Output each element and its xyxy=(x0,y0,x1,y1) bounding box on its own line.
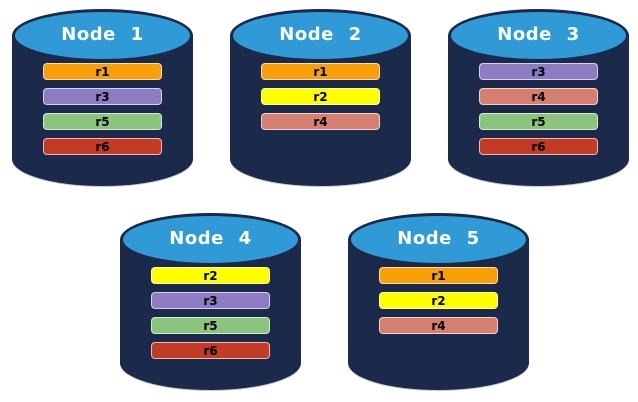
replica-bar-r3: r3 xyxy=(43,88,162,105)
cylinder-top-ellipse xyxy=(448,9,629,62)
node-title: Node 3 xyxy=(497,24,580,45)
cylinder-top-ellipse xyxy=(230,9,411,62)
database-node: Node 4 r2 r3 r5 r6 xyxy=(120,213,301,390)
replica-bar-r4: r4 xyxy=(479,88,598,105)
replica-list: r1 r2 r4 xyxy=(261,63,380,130)
replica-bar-r6: r6 xyxy=(151,342,270,359)
cylinder-top-ellipse xyxy=(348,213,529,266)
replica-bar-r2: r2 xyxy=(151,267,270,284)
replica-list: r3 r4 r5 r6 xyxy=(479,63,598,155)
database-node: Node 2 r1 r2 r4 xyxy=(230,9,411,186)
replica-list: r1 r3 r5 r6 xyxy=(43,63,162,155)
node-title: Node 4 xyxy=(169,228,252,249)
replica-bar-r3: r3 xyxy=(479,63,598,80)
node-title: Node 2 xyxy=(279,24,362,45)
replica-bar-r5: r5 xyxy=(43,113,162,130)
replica-bar-r6: r6 xyxy=(479,138,598,155)
cylinder-top-ellipse xyxy=(12,9,193,62)
replica-bar-r2: r2 xyxy=(379,292,498,309)
node-title: Node 1 xyxy=(61,24,144,45)
cylinder-top-ellipse xyxy=(120,213,301,266)
replica-list: r1 r2 r4 xyxy=(379,267,498,334)
replica-bar-r1: r1 xyxy=(261,63,380,80)
replica-bar-r4: r4 xyxy=(261,113,380,130)
database-node: Node 1 r1 r3 r5 r6 xyxy=(12,9,193,186)
replica-bar-r3: r3 xyxy=(151,292,270,309)
replica-bar-r4: r4 xyxy=(379,317,498,334)
replica-bar-r1: r1 xyxy=(43,63,162,80)
replica-bar-r2: r2 xyxy=(261,88,380,105)
replica-bar-r5: r5 xyxy=(479,113,598,130)
replica-bar-r1: r1 xyxy=(379,267,498,284)
replica-list: r2 r3 r5 r6 xyxy=(151,267,270,359)
database-node: Node 3 r3 r4 r5 r6 xyxy=(448,9,629,186)
replica-bar-r5: r5 xyxy=(151,317,270,334)
node-title: Node 5 xyxy=(397,228,480,249)
replica-bar-r6: r6 xyxy=(43,138,162,155)
database-node: Node 5 r1 r2 r4 xyxy=(348,213,529,390)
